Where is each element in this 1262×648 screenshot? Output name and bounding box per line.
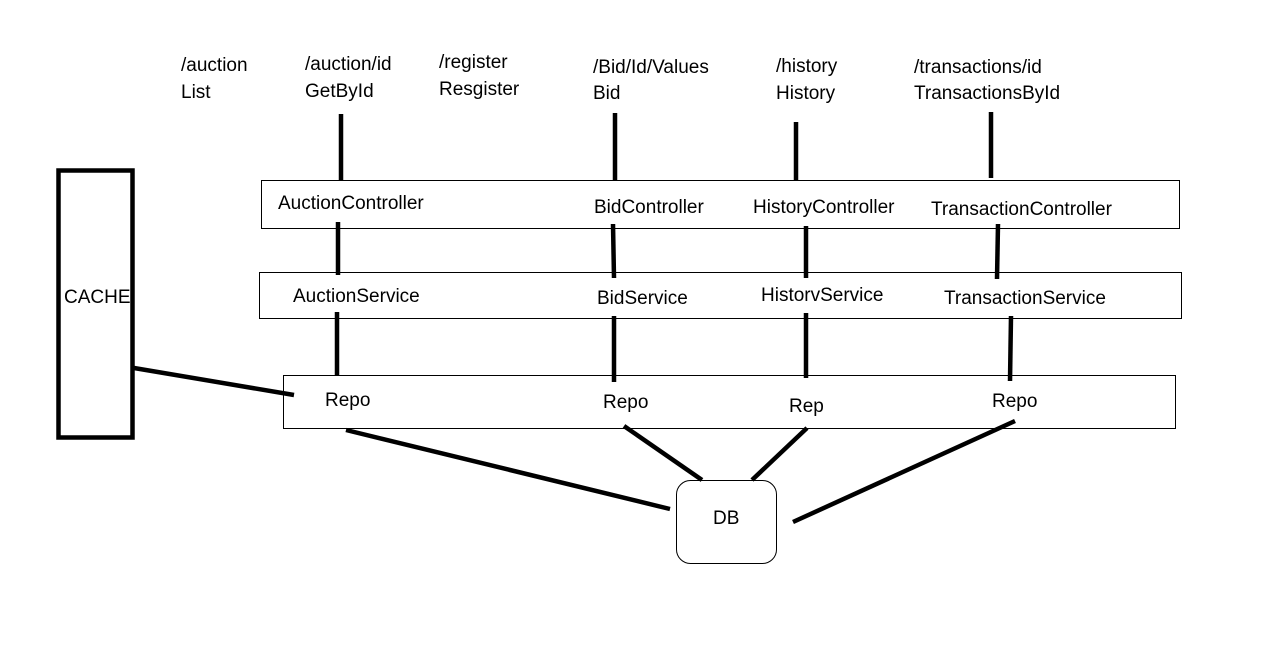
endpoint-register-name: Resgister [439, 79, 520, 100]
db-label: DB [713, 508, 739, 529]
service-layer-box [259, 272, 1182, 319]
service-repo-connectors [334, 312, 1014, 382]
endpoint-bid-name: Bid [593, 83, 620, 104]
service-labels: AuctionService BidService HistorvService… [293, 285, 1106, 309]
controller-history: HistoryController [753, 197, 895, 218]
controller-service-connectors [335, 222, 1001, 280]
endpoint-auction-id-name: GetById [305, 81, 374, 102]
repo-transaction: Repo [992, 391, 1037, 412]
connector-cache-repo [133, 365, 295, 398]
controller-labels: AuctionController BidController HistoryC… [278, 193, 1113, 220]
controller-auction: AuctionController [278, 193, 424, 214]
service-bid: BidService [597, 288, 688, 309]
endpoint-history-path: /history [776, 56, 838, 77]
connector-transaction-repo-db [792, 418, 1016, 525]
cache-label: CACHE [64, 287, 131, 308]
repo-history: Rep [789, 396, 824, 417]
service-history: HistorvService [761, 285, 883, 306]
cache-box [56, 168, 135, 440]
endpoint-auction-path: /auction [181, 55, 248, 76]
service-transaction: TransactionService [944, 288, 1106, 309]
controller-bid: BidController [594, 197, 704, 218]
connector-bid-controller-service [610, 223, 617, 279]
repo-layer-box [283, 375, 1176, 429]
endpoint-history-name: History [776, 83, 836, 104]
connector-auction-repo-db [345, 427, 671, 512]
repo-bid: Repo [603, 392, 648, 413]
endpoint-transactions-name: TransactionsById [914, 83, 1060, 104]
endpoint-auction-id-path: /auction/id [305, 54, 392, 75]
endpoint-register-path: /register [439, 52, 508, 73]
endpoint-auction-name: List [181, 82, 211, 103]
endpoint-transactions-path: /transactions/id [914, 57, 1042, 78]
repo-db-connectors [345, 418, 1016, 525]
connector-history-repo-db [750, 426, 809, 482]
controller-transaction: TransactionController [931, 199, 1113, 220]
connector-bid-repo-db [622, 424, 704, 482]
controller-layer-box [261, 180, 1180, 229]
endpoint-labels: /auction List /auction/id GetById /regis… [181, 52, 1060, 104]
connector-transaction-controller-service [994, 223, 1001, 280]
endpoint-connectors [338, 112, 994, 187]
repo-auction: Repo [325, 390, 370, 411]
repo-labels: Repo Repo Rep Repo [325, 390, 1037, 417]
connector-transaction-service-repo [1007, 315, 1014, 382]
db-box [676, 480, 777, 564]
endpoint-bid-path: /Bid/Id/Values [593, 57, 709, 78]
service-auction: AuctionService [293, 286, 420, 307]
